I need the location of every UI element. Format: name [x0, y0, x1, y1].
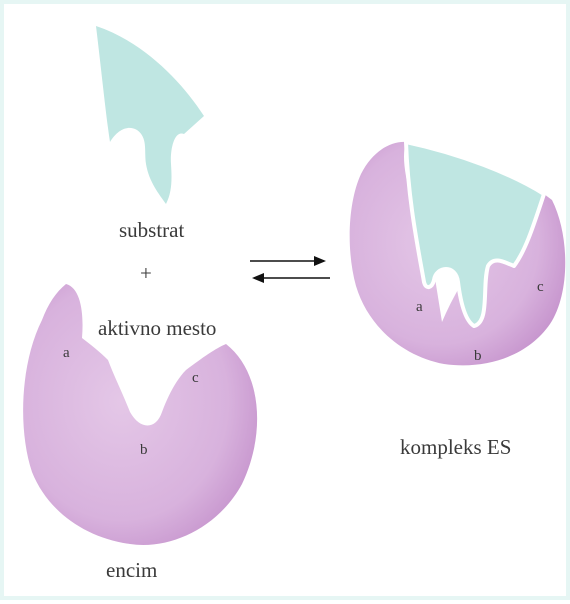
site-c-label: c	[192, 371, 199, 386]
enzyme-label: encim	[106, 560, 157, 581]
active-site-label: aktivno mesto	[98, 318, 216, 339]
site-a-label: a	[63, 346, 70, 361]
complex-site-c-label: c	[537, 280, 544, 295]
site-b-label: b	[140, 443, 148, 458]
substrate-label: substrat	[119, 220, 184, 241]
diagram-art	[4, 4, 570, 604]
complex-site-b-label: b	[474, 349, 482, 364]
substrate-shape	[96, 26, 204, 204]
complex-label: kompleks ES	[400, 437, 511, 458]
equilibrium-arrows	[250, 256, 330, 283]
reverse-arrowhead	[252, 273, 264, 283]
complex-site-a-label: a	[416, 300, 423, 315]
plus-sign: +	[140, 263, 152, 284]
forward-arrowhead	[314, 256, 326, 266]
